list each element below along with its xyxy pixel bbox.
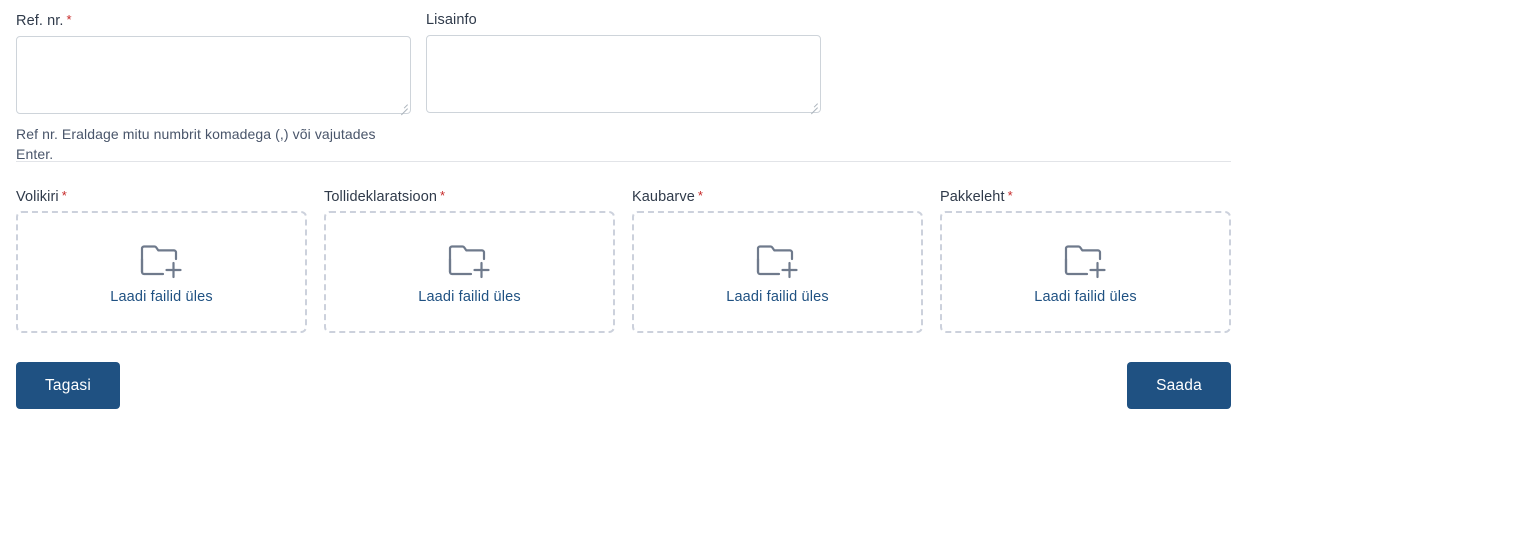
upload-label-volikiri: Volikiri* xyxy=(16,188,307,206)
dropzone-cta-label: Laadi failid üles xyxy=(726,288,829,305)
upload-group-pakkeleht: Pakkeleht* Laadi failid üles xyxy=(940,188,1231,333)
upload-label-pakkeleht: Pakkeleht* xyxy=(940,188,1231,206)
resize-handle-icon[interactable] xyxy=(397,100,408,111)
dropzone-cta-label: Laadi failid üles xyxy=(110,288,213,305)
additional-info-label: Lisainfo xyxy=(426,12,821,29)
dropzone-kaubarve[interactable]: Laadi failid üles xyxy=(632,211,923,333)
upload-label-text: Tollideklaratsioon xyxy=(324,189,438,205)
upload-group-tollideklaratsioon: Tollideklaratsioon* Laadi failid üles xyxy=(324,188,615,333)
folder-plus-icon xyxy=(448,244,490,278)
upload-zones-row: Volikiri* Laadi failid üles Tollideklara… xyxy=(16,188,1231,333)
upload-group-kaubarve: Kaubarve* Laadi failid üles xyxy=(632,188,923,333)
required-asterisk: * xyxy=(440,188,446,203)
additional-info-field-group: Lisainfo xyxy=(426,12,821,113)
folder-plus-icon xyxy=(140,244,182,278)
upload-label-text: Volikiri xyxy=(16,189,59,205)
submit-button[interactable]: Saada xyxy=(1127,362,1231,409)
upload-group-volikiri: Volikiri* Laadi failid üles xyxy=(16,188,307,333)
required-asterisk: * xyxy=(66,12,72,27)
dropzone-volikiri[interactable]: Laadi failid üles xyxy=(16,211,307,333)
dropzone-cta-label: Laadi failid üles xyxy=(418,288,521,305)
back-button[interactable]: Tagasi xyxy=(16,362,120,409)
folder-plus-icon xyxy=(756,244,798,278)
text-fields-row: Ref. nr.* Lisainfo xyxy=(16,12,1231,162)
folder-plus-icon xyxy=(1064,244,1106,278)
ref-number-field-group: Ref. nr.* xyxy=(16,12,411,114)
dropzone-tollideklaratsioon[interactable]: Laadi failid üles xyxy=(324,211,615,333)
upload-label-tollideklaratsioon: Tollideklaratsioon* xyxy=(324,188,615,206)
ref-number-input[interactable] xyxy=(16,36,411,114)
dropzone-pakkeleht[interactable]: Laadi failid üles xyxy=(940,211,1231,333)
ref-number-label-text: Ref. nr. xyxy=(16,13,64,29)
upload-label-kaubarve: Kaubarve* xyxy=(632,188,923,206)
required-asterisk: * xyxy=(61,188,67,203)
ref-number-helper-text: Ref nr. Eraldage mitu numbrit komadega (… xyxy=(16,126,376,162)
required-asterisk: * xyxy=(1007,188,1013,203)
resize-handle-icon[interactable] xyxy=(807,99,818,110)
ref-number-label: Ref. nr.* xyxy=(16,12,411,30)
required-asterisk: * xyxy=(697,188,704,203)
upload-label-text: Kaubarve xyxy=(632,189,695,205)
dropzone-cta-label: Laadi failid üles xyxy=(1034,288,1137,305)
upload-label-text: Pakkeleht xyxy=(940,189,1005,205)
additional-info-label-text: Lisainfo xyxy=(426,12,477,28)
section-divider xyxy=(16,161,1231,162)
additional-info-input[interactable] xyxy=(426,35,821,113)
